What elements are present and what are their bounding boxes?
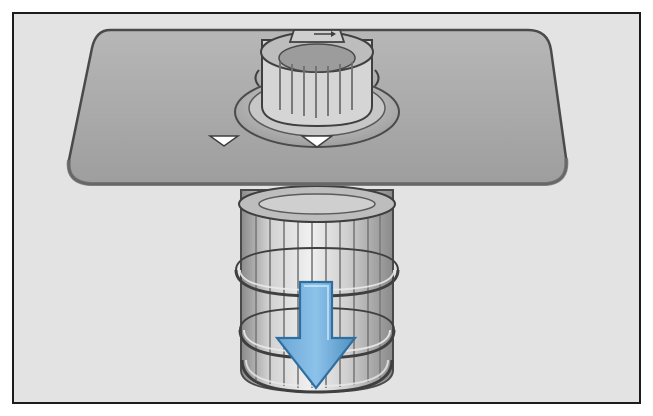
fine-filter: [256, 30, 379, 126]
